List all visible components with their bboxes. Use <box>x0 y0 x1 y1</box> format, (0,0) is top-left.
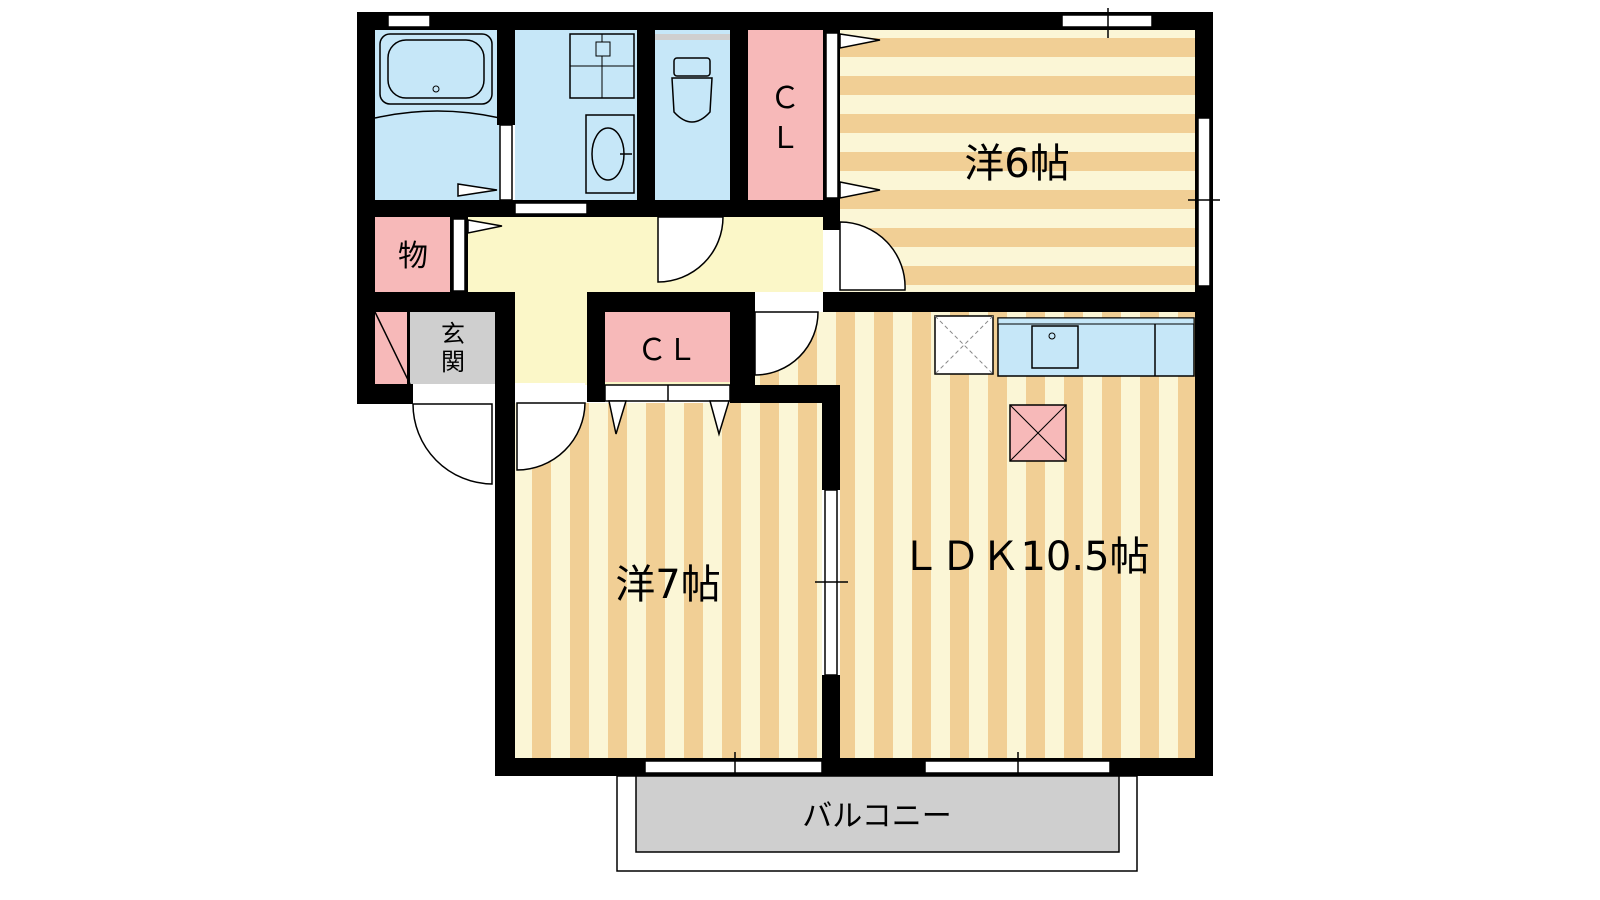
door-washroom <box>514 202 588 215</box>
closet-north-floor <box>748 30 823 200</box>
room-label-western6: 洋6帖 <box>964 141 1069 187</box>
ldk-floor <box>840 312 1195 758</box>
balcony <box>616 775 1138 872</box>
door-entrance <box>412 403 493 485</box>
door-bath <box>499 124 513 201</box>
label-closet-north-l: Ｌ <box>770 121 800 156</box>
fridge-space-icon <box>934 315 994 375</box>
closet-center-floor <box>605 312 730 382</box>
door-western6 <box>839 221 906 291</box>
washbasin-icon <box>585 114 635 194</box>
closet-doors <box>452 32 881 437</box>
bathtub-icon <box>374 33 501 119</box>
window-north-western6 <box>1061 14 1153 28</box>
window-south-western7 <box>644 760 823 774</box>
label-entrance-2: 関 <box>441 348 465 376</box>
label-balcony: バルコニー <box>802 799 951 834</box>
room-label-ldk: ＬＤＫ10.5帖 <box>900 534 1149 580</box>
label-entrance-1: 玄 <box>441 320 465 348</box>
western6-floor <box>840 30 1195 292</box>
room-label-western7: 洋7帖 <box>615 562 720 608</box>
label-closet-north-c: Ｃ <box>770 81 800 116</box>
western7-floor <box>515 403 822 758</box>
sink-icon <box>1031 325 1079 369</box>
storage-floor <box>375 217 450 292</box>
label-closet-center: ＣＬ <box>637 333 697 368</box>
window-east-western6 <box>1197 117 1211 287</box>
doors <box>412 124 906 485</box>
washing-machine-icon <box>569 33 635 99</box>
window-bath <box>387 14 431 28</box>
labels: 洋6帖 洋7帖 ＬＤＫ10.5帖 バルコニー Ｃ Ｌ ＣＬ 物 玄 関 <box>398 81 1150 834</box>
door-ldk <box>754 311 819 376</box>
toilet-floor <box>655 30 730 200</box>
entrance-floor <box>410 312 495 384</box>
toilet-icon <box>671 57 713 123</box>
kitchen-counter <box>934 315 1195 462</box>
door-western7 <box>516 402 586 471</box>
door-toilet <box>657 216 724 283</box>
label-storage: 物 <box>398 239 428 274</box>
shoebox-diagonal <box>374 311 411 385</box>
fixtures <box>374 33 730 194</box>
